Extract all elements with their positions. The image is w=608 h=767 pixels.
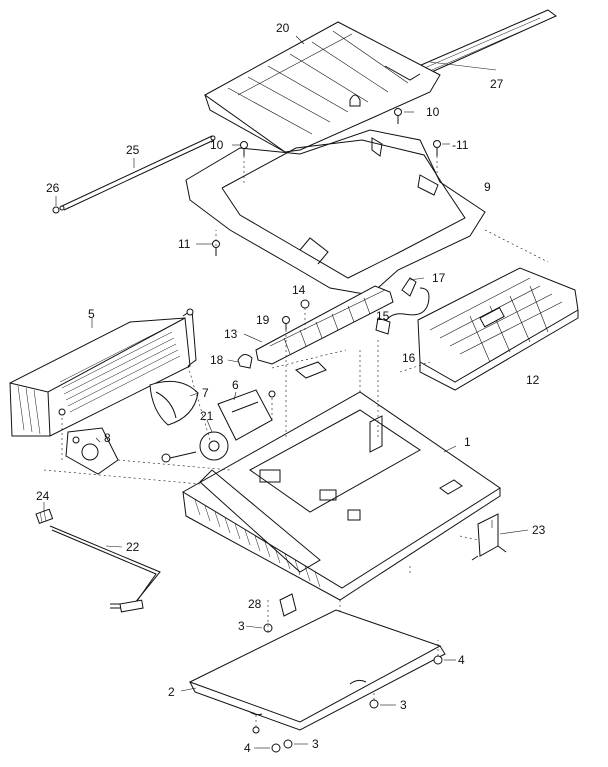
screw-near-8-icon (58, 408, 66, 416)
callout-13: 13 (224, 327, 238, 341)
callout-10: 10 (426, 105, 440, 119)
callout-10: 10 (210, 138, 224, 152)
screw-bottom-icon (252, 726, 260, 734)
callout-4: 4 (244, 741, 251, 755)
callout-23: 23 (532, 523, 546, 537)
leader-lines (43, 35, 549, 749)
part-1-base (182, 391, 501, 601)
callout-14: 14 (292, 283, 306, 297)
screw-19-icon (282, 316, 290, 330)
callout-22: 22 (126, 540, 140, 554)
part-5-tractor (9, 309, 197, 437)
screw-10a-icon (240, 141, 248, 156)
plate-under-roller (294, 361, 327, 379)
part-12-paper-guide (417, 267, 579, 391)
part-14-clip (300, 299, 310, 309)
callout-1: 1 (464, 435, 471, 449)
callout-11: 11 (178, 237, 191, 251)
part-13-roller (255, 285, 394, 365)
callout-7: 7 (202, 386, 209, 400)
callout-9: 9 (484, 180, 491, 194)
part-20-top-cover (204, 21, 441, 153)
callout-18: 18 (210, 353, 224, 367)
callout-26: 26 (46, 181, 60, 195)
callout-4: 4 (458, 653, 465, 667)
screw-near-5-icon (186, 308, 194, 316)
callout-17: 17 (432, 271, 446, 285)
callout-11: -11 (452, 138, 469, 152)
callout-3: 3 (400, 698, 407, 712)
part-22-crank (49, 525, 161, 613)
screw-3c-icon (283, 739, 293, 749)
callout-3: 3 (238, 619, 245, 633)
part-7-cover (149, 380, 199, 426)
callout-28: 28 (248, 597, 262, 611)
part-6-bracket (217, 389, 273, 441)
callout-12: 12 (526, 373, 540, 387)
screw-11a-icon (433, 140, 441, 156)
part-24-spring (35, 508, 54, 525)
callout-2: 2 (168, 685, 175, 699)
screw-4a-icon (433, 655, 443, 665)
callout-5: 5 (88, 307, 95, 321)
callout-27: 27 (490, 77, 504, 91)
screw-near-6-icon (268, 390, 276, 398)
part-9-frame (185, 129, 486, 296)
screw-3b-icon (369, 699, 379, 709)
callout-16: 16 (402, 351, 416, 365)
part-8-cover (65, 427, 119, 475)
part-25-rod (59, 135, 216, 211)
part-23-bracket (471, 513, 507, 561)
part-17-bracket (401, 277, 417, 297)
callout-19: 19 (256, 313, 270, 327)
callout-20: 20 (276, 21, 290, 35)
callout-25: 25 (126, 143, 140, 157)
part-2-bottom-plate (188, 609, 446, 731)
callout-3: 3 (312, 737, 319, 751)
part-21-gear (161, 431, 229, 463)
callout-6: 6 (232, 378, 239, 392)
callout-24: 24 (36, 489, 50, 503)
screw-4b-icon (271, 743, 281, 753)
part-26-pin (52, 206, 60, 214)
part-18-clip (237, 354, 253, 369)
callout-labels: 20 27 10 10 -11 25 26 9 11 17 14 5 19 15… (36, 21, 546, 755)
screw-10b-icon (394, 108, 402, 124)
callout-15: 15 (376, 309, 390, 323)
part-28-clip (279, 593, 297, 617)
callout-8: 8 (104, 431, 111, 445)
screw-11b-icon (212, 240, 220, 256)
part-15-wire (375, 287, 430, 335)
callout-21: 21 (200, 409, 214, 423)
